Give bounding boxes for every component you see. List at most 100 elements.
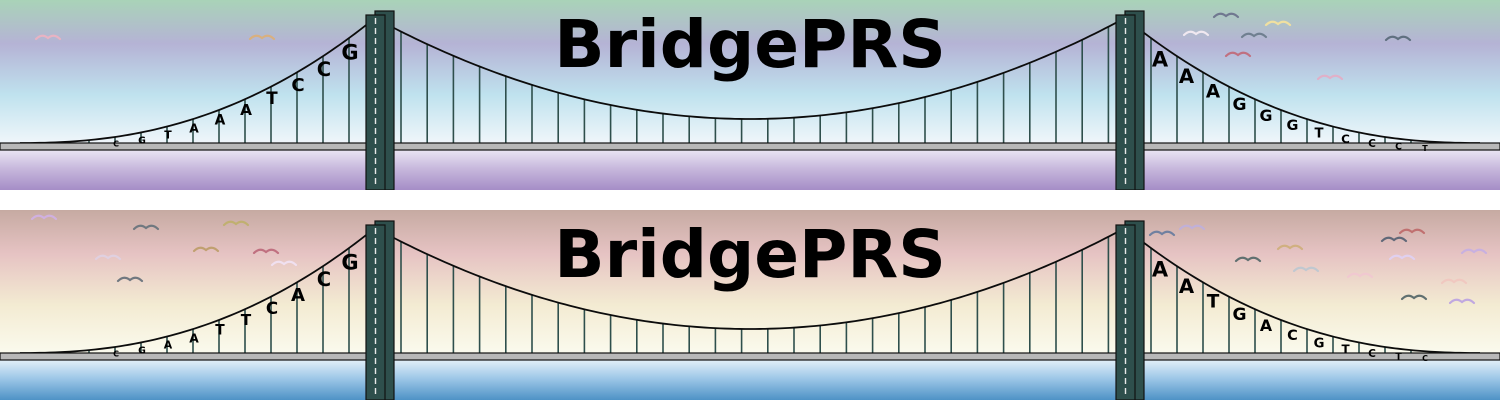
dna-base-letter: C	[1368, 348, 1376, 360]
birds	[34, 12, 1412, 81]
dna-base-letter: G	[138, 135, 146, 146]
road-deck	[0, 352, 1500, 361]
bird-icon	[1276, 244, 1304, 251]
bird-icon	[1240, 32, 1268, 39]
dna-base-letter: T	[1422, 144, 1428, 153]
bird-icon	[1182, 30, 1210, 37]
dna-base-letter: T	[215, 323, 225, 339]
bird-icon	[1224, 51, 1252, 58]
dna-base-letter: T	[1315, 126, 1324, 141]
dna-base-letter: G	[341, 40, 358, 64]
cables	[19, 17, 1481, 144]
bird-icon	[1292, 266, 1320, 273]
dna-base-letter: A	[1152, 258, 1169, 282]
dna-base-letter: A	[1260, 316, 1273, 335]
dna-base-letter: C	[291, 75, 304, 96]
dna-base-letter: A	[240, 101, 252, 119]
dna-base-letter: G	[1232, 305, 1246, 325]
bird-icon	[1388, 254, 1416, 261]
dna-base-letter: A	[291, 285, 305, 306]
bird-icon	[1264, 20, 1292, 27]
dna-base-letter: A	[189, 332, 199, 346]
dna-base-letter: C	[113, 349, 119, 358]
cables	[19, 227, 1481, 354]
bird-icon	[94, 254, 122, 261]
banner-title: BridgePRS	[554, 216, 945, 293]
banner-title: BridgePRS	[554, 6, 945, 83]
right-side-cable	[1124, 227, 1481, 354]
bird-icon	[1400, 294, 1428, 301]
dna-base-letter: T	[164, 129, 172, 142]
dna-base-letter: G	[1232, 95, 1246, 115]
sky	[0, 0, 1500, 146]
dna-base-letter: C	[317, 58, 331, 81]
bridge-deck	[0, 352, 1500, 361]
dna-base-letter: G	[1260, 106, 1273, 125]
dna-base-letter: A	[1206, 82, 1221, 103]
bird-icon	[1448, 298, 1476, 305]
bird-icon	[248, 34, 276, 41]
right-tower	[1115, 220, 1145, 400]
left-tower	[365, 220, 395, 400]
dna-base-letter: T	[241, 311, 252, 329]
bird-icon	[30, 214, 58, 221]
hangers	[62, 26, 1438, 143]
left-side-cable	[19, 17, 376, 144]
bird-icon	[222, 220, 250, 227]
dna-base-letter: A	[1152, 48, 1169, 72]
towers	[365, 220, 1145, 400]
dna-base-letter: C	[1287, 328, 1298, 344]
left-tower	[365, 10, 395, 190]
dna-base-letter: G	[1287, 118, 1299, 134]
dna-base-letter: T	[266, 88, 278, 108]
sky	[0, 210, 1500, 356]
bird-icon	[1212, 12, 1240, 19]
bird-icon	[1440, 278, 1468, 285]
dna-base-letter: C	[1368, 138, 1376, 150]
bird-icon	[252, 248, 280, 255]
bird-icon	[34, 34, 62, 41]
bird-icon	[1316, 74, 1344, 81]
bird-icon	[1398, 228, 1426, 235]
hangers	[62, 236, 1438, 353]
bird-icon	[1460, 248, 1488, 255]
bird-icon	[1346, 272, 1374, 279]
bridge-deck	[0, 142, 1500, 151]
bird-icon	[1178, 224, 1206, 231]
dna-base-letter: G	[138, 345, 146, 356]
dna-base-letter: C	[1395, 142, 1402, 153]
water	[0, 146, 1500, 190]
dna-base-letter: C	[1341, 132, 1350, 146]
dna-base-letter: T	[1207, 292, 1220, 313]
bird-icon	[1148, 230, 1176, 237]
dna-base-letter: C	[266, 298, 278, 318]
dna-base-letter: G	[1314, 336, 1325, 351]
bird-icon	[1384, 35, 1412, 42]
main-cable	[374, 227, 1126, 330]
bird-icon	[192, 246, 220, 253]
bird-icon	[116, 276, 144, 283]
bird-icon	[132, 224, 160, 231]
water	[0, 356, 1500, 400]
dna-base-letter: C	[1422, 354, 1428, 363]
bird-icon	[270, 260, 298, 267]
bird-icon	[1380, 236, 1408, 243]
dna-base-letter: A	[189, 122, 199, 136]
birds	[30, 214, 1488, 305]
dna-base-letter: C	[113, 139, 119, 148]
dna-base-letter: C	[317, 268, 331, 291]
right-side-cable	[1124, 17, 1481, 144]
dna-base-letter: T	[1341, 342, 1350, 356]
towers	[365, 10, 1145, 190]
main-cable	[374, 17, 1126, 120]
dna-base-letter: A	[1179, 275, 1195, 298]
right-tower	[1115, 10, 1145, 190]
